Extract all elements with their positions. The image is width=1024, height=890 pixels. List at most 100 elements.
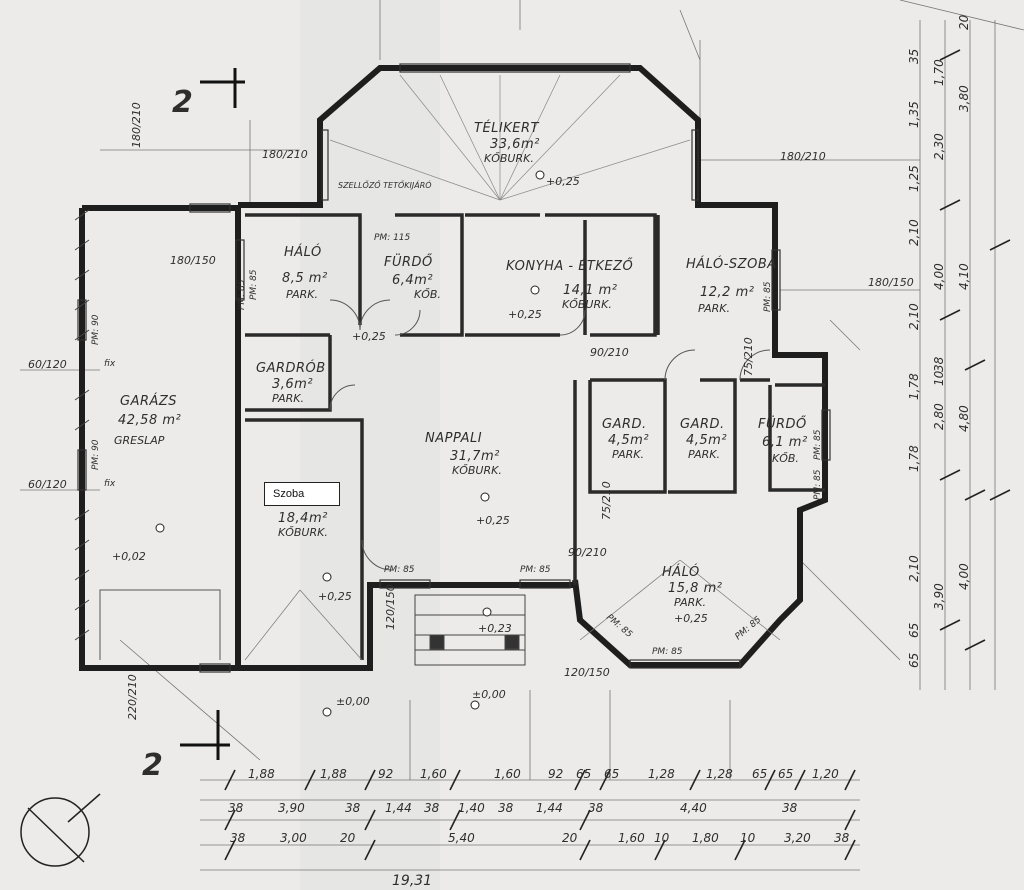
- room-name-konyha: KONYHA - ÉTKEZŐ: [506, 258, 633, 274]
- room-area-telikert: 33,6m²: [490, 137, 540, 152]
- bedroom-diagonals: [244, 559, 781, 661]
- row3-dim-9: 3,20: [784, 831, 811, 845]
- level-halo-2: +0,25: [674, 612, 708, 625]
- room-labels: TÉLIKERT 33,6m² KŐBURK. HÁLÓ 8,5 m² PARK…: [114, 120, 808, 609]
- room-area-furdo-2: 6,1 m²: [762, 435, 808, 450]
- level-markers: [155, 170, 545, 717]
- room-name-nappali: NAPPALI: [425, 431, 482, 446]
- right_col2-dim-4: 3,90: [932, 583, 946, 610]
- windows: [77, 63, 831, 673]
- room-floor-szoba: KŐBURK.: [278, 525, 328, 539]
- row1-dim-9: 1,28: [706, 767, 733, 781]
- room-floor-gardrob-1: PARK.: [272, 392, 304, 405]
- row3-dim-4: 20: [562, 831, 578, 845]
- right_col1-dim-3: 2,10: [907, 219, 921, 246]
- section-mark-lines: [180, 68, 245, 760]
- row2-dim-6: 38: [498, 801, 514, 815]
- interior-walls: [245, 213, 825, 660]
- room-area-halo-2: 15,8 m²: [668, 581, 722, 596]
- room-name-garazs: GARÁZS: [120, 393, 177, 409]
- row3-dim-5: 1,60: [618, 831, 645, 845]
- paper-shadow: [300, 0, 440, 890]
- room-floor-furdo-1: KŐB.: [414, 287, 441, 301]
- room-label-overlay[interactable]: Szoba: [264, 482, 340, 506]
- level-szoba: +0,25: [318, 590, 352, 603]
- opening-pm-11: PM: 90: [91, 439, 101, 470]
- room-name-gard-3: GARD.: [680, 417, 725, 432]
- room-floor-gard-3: PARK.: [688, 448, 720, 461]
- door-arcs: [329, 299, 771, 571]
- right_col1-dim-7: 2,10: [907, 555, 921, 582]
- row3-dim-2: 20: [340, 831, 356, 845]
- window-size-12: 120/150: [564, 666, 610, 679]
- window-size-6: 60/120: [28, 358, 67, 371]
- opening-pm-1: PM: 85: [249, 269, 259, 300]
- right_col2-dim-3: 2,80: [932, 403, 946, 430]
- right_col3-dim-4: 4,00: [957, 563, 971, 590]
- row2-dim-0: 38: [228, 801, 244, 815]
- room-floor-furdo-2: KŐB.: [772, 451, 799, 465]
- row3-dim-6: 10: [654, 831, 670, 845]
- window-size-14: 220/210: [126, 674, 139, 720]
- row2-dim-5: 1,40: [458, 801, 485, 815]
- level-nappali: +0,25: [476, 514, 510, 527]
- right_col1-dim-5: 1,78: [907, 373, 921, 400]
- opening-pm-2: PM: 115: [374, 233, 411, 243]
- room-floor-haloszoba: PARK.: [698, 302, 730, 315]
- right_col1-dim-0: 35: [907, 49, 921, 64]
- garage-wall-hatching: [74, 209, 90, 641]
- room-floor-nappali: KŐBURK.: [452, 463, 502, 477]
- row2-dim-9: 4,40: [680, 801, 707, 815]
- window-size-3: 180/150: [170, 254, 216, 267]
- row1-dim-1: 1,88: [320, 767, 347, 781]
- right_col3-dim-3: 4,80: [957, 405, 971, 432]
- row3-dim-3: 5,40: [448, 831, 475, 845]
- row1-dim-8: 1,28: [648, 767, 675, 781]
- opening-pm-5: PM: 85: [520, 565, 551, 575]
- opening-pm-13: PM: 85: [813, 469, 823, 500]
- window-size-labels: 180/210 180/210 180/150 180/150 180/210 …: [28, 102, 914, 720]
- right_col3-dim-0: 20: [957, 14, 971, 30]
- window-size-2: 180/210: [262, 148, 308, 161]
- row1-dim-2: 92: [378, 767, 393, 781]
- row1-dim-11: 65: [778, 767, 793, 781]
- window-size-9: 90/210: [568, 546, 607, 559]
- level-konyha: +0,25: [508, 308, 542, 321]
- row2-dim-8: 38: [588, 801, 604, 815]
- window-size-8: 90/210: [590, 346, 629, 359]
- row3-dim-10: 38: [834, 831, 850, 845]
- level-kozlekedo: +0,25: [352, 330, 386, 343]
- stair-label: SZELLŐZŐ TETŐKIJÁRÓ: [338, 179, 432, 190]
- row2-dim-7: 1,44: [536, 801, 563, 815]
- room-name-gard-2: GARD.: [602, 417, 647, 432]
- room-area-nappali: 31,7m²: [450, 449, 500, 464]
- garage-parking: [99, 589, 221, 660]
- opening-pm-6: PM: 85: [652, 647, 683, 657]
- room-area-gardrob-1: 3,6m²: [272, 377, 313, 392]
- north-arrow: [20, 793, 101, 867]
- room-name-furdo-1: FÜRDŐ: [384, 253, 433, 270]
- right_col3-dim-1: 3,80: [957, 85, 971, 112]
- row1-dim-7: 65: [604, 767, 619, 781]
- fix-label-2: fix: [104, 479, 116, 489]
- right_col2-dim-0: 1,70: [932, 59, 946, 86]
- opening-pm-4: PM: 85: [384, 565, 415, 575]
- room-area-halo-1: 8,5 m²: [282, 271, 328, 286]
- room-area-haloszoba: 12,2 m²: [700, 285, 754, 300]
- room-area-furdo-1: 6,4m²: [392, 273, 433, 288]
- right_col2-dim-5: 38: [932, 356, 946, 372]
- opening-pm-12: PM: 85: [237, 279, 247, 310]
- room-area-konyha: 14,1 m²: [563, 283, 617, 298]
- right_col1-dim-9: 65: [907, 653, 921, 668]
- level-garazs: +0,02: [112, 550, 146, 563]
- window-size-7: 60/120: [28, 478, 67, 491]
- row1-dim-4: 1,60: [494, 767, 521, 781]
- right_col1-dim-4: 2,10: [907, 303, 921, 330]
- row2-dim-1: 3,90: [278, 801, 305, 815]
- row1-dim-10: 65: [752, 767, 767, 781]
